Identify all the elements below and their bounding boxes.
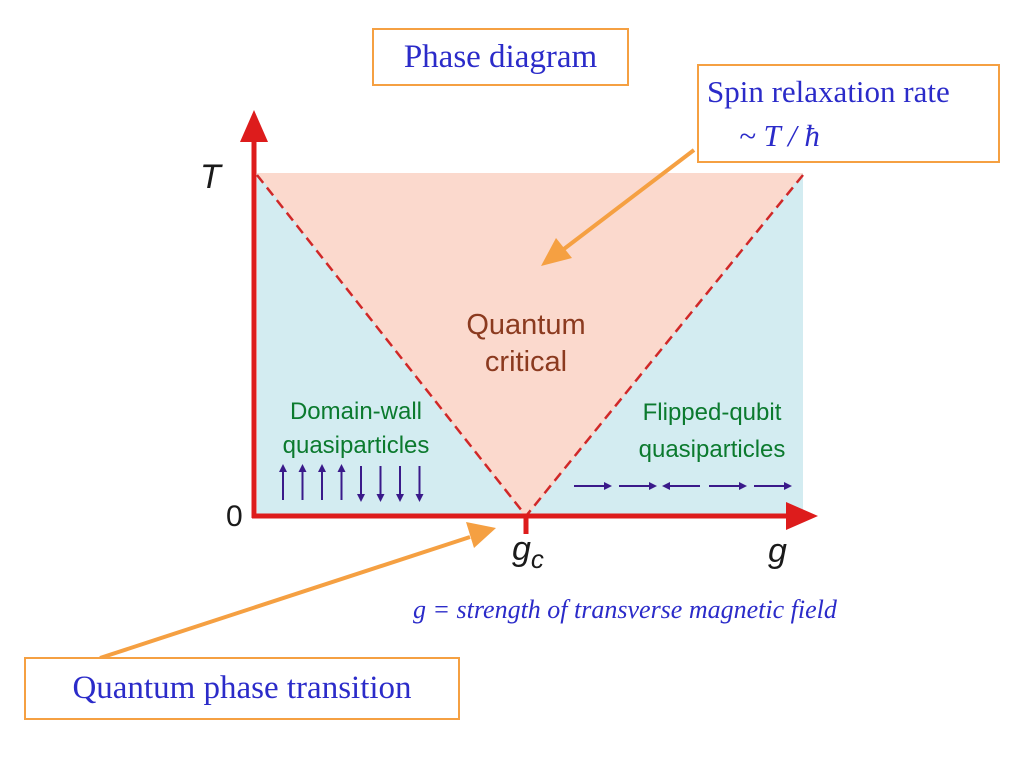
quantum-critical-label-1: Quantum	[466, 309, 585, 341]
flipped-qubit-label-1: Flipped-qubit	[643, 399, 782, 426]
domain-wall-label-1: Domain-wall	[290, 398, 422, 425]
spin-relaxation-label: Spin relaxation rate	[707, 74, 950, 109]
quantum-phase-transition-label: Quantum phase transition	[72, 670, 412, 706]
spin-relaxation-box: Spin relaxation rate ~ T / ħ	[697, 64, 1000, 163]
flipped-qubit-label-2: quasiparticles	[639, 436, 786, 463]
x-axis-arrowhead	[786, 502, 818, 530]
domain-wall-spin-arrows	[279, 464, 424, 502]
transition-callout-head	[466, 522, 496, 548]
origin-label: 0	[226, 500, 243, 533]
quantum-phase-transition-box: Quantum phase transition	[24, 657, 460, 720]
spin-relaxation-formula: ~ T / ħ	[739, 118, 820, 153]
y-axis-arrowhead	[240, 110, 268, 142]
critical-point-label: gc	[512, 530, 544, 574]
domain-wall-label-2: quasiparticles	[283, 432, 430, 459]
transition-callout-line	[99, 535, 471, 660]
field-definition-note: g = strength of transverse magnetic fiel…	[413, 595, 837, 624]
left-crossover-line	[256, 174, 527, 517]
page-title: Phase diagram	[403, 38, 598, 75]
y-axis-label: T	[200, 158, 223, 196]
title-box: Phase diagram	[372, 28, 629, 86]
spin-relaxation-callout-line	[558, 148, 696, 254]
right-crossover-line	[525, 174, 804, 517]
quantum-critical-label-2: critical	[485, 346, 567, 378]
spin-relaxation-callout-head	[541, 238, 572, 266]
x-axis-label: g	[768, 532, 787, 570]
quantum-critical-region	[257, 173, 803, 518]
